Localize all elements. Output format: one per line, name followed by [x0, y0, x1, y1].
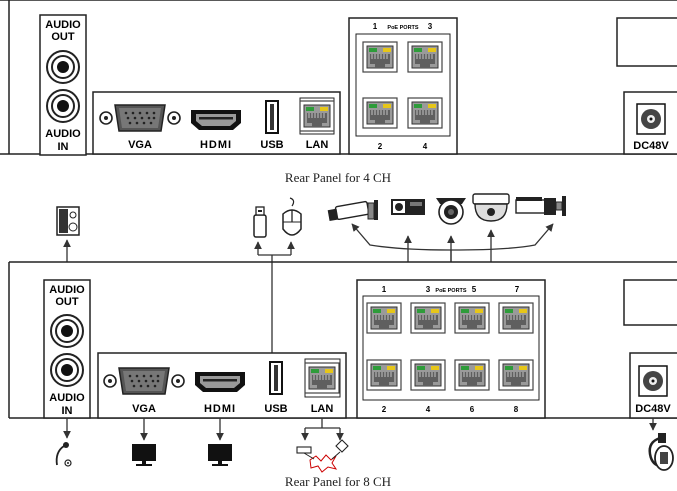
lan-label: LAN [306, 139, 329, 151]
poe-ports-title: PoE PORTS [435, 288, 467, 294]
hdmi-label: HDMI [200, 139, 232, 151]
poe-port-4 [410, 359, 446, 391]
panel-8ch: AUDIO OUT AUDIO IN VGA HDMI USB LAN 1 3 … [8, 261, 677, 419]
audio-out-jack [50, 314, 84, 348]
poe-port-2 [362, 97, 398, 129]
audio-out-jack [46, 50, 80, 84]
usb-port [269, 361, 283, 395]
poe-port-label-2: 2 [382, 405, 387, 414]
audio-in-label-line1: AUDIO [45, 128, 81, 140]
poe-port-label-5: 5 [472, 285, 477, 294]
poe-port-2 [366, 359, 402, 391]
audio-port-box [39, 14, 87, 156]
audio-in-jack [46, 89, 80, 123]
lan-label: LAN [311, 403, 334, 415]
eyeball-camera-icon [436, 198, 466, 225]
poe-port-7 [498, 302, 534, 334]
audio-out-label-line2: OUT [51, 31, 75, 43]
audio-out-label-line2: OUT [55, 296, 79, 308]
blank-plate [623, 279, 677, 326]
blank-plate [616, 17, 677, 67]
poe-ports-title: PoE PORTS [387, 25, 419, 31]
caption-8ch: Rear Panel for 8 CH [285, 474, 391, 489]
hdmi-port [195, 372, 245, 392]
monitor-icon-2 [208, 444, 232, 466]
dome-camera-icon [472, 193, 510, 222]
usb-label: USB [264, 403, 287, 415]
audio-in-label-line1: AUDIO [49, 392, 85, 404]
poe-port-1 [362, 41, 398, 73]
audio-port-box [43, 279, 91, 419]
dc-label: DC48V [635, 403, 671, 415]
usb-stick-icon [253, 206, 267, 238]
speaker-icon [56, 206, 80, 236]
poe-port-3 [407, 41, 443, 73]
power-adapter-icon [648, 433, 674, 471]
poe-port-label-4: 4 [426, 405, 431, 414]
poe-port-label-8: 8 [514, 405, 519, 414]
panel-4ch: AUDIO OUT AUDIO IN VGA HDMI USB LAN 1 Po… [0, 0, 677, 156]
audio-out-label-line1: AUDIO [45, 19, 81, 31]
dc-jack [636, 103, 666, 135]
audio-in-jack [50, 353, 84, 387]
poe-port-label-2: 2 [378, 142, 383, 151]
dc-label: DC48V [633, 140, 669, 152]
network-router-icon [296, 439, 349, 473]
poe-port-label-7: 7 [515, 285, 520, 294]
poe-port-4 [407, 97, 443, 129]
mouse-icon [282, 197, 302, 236]
poe-port-5 [454, 302, 490, 334]
usb-label: USB [260, 139, 283, 151]
poe-port-3 [410, 302, 446, 334]
box-camera-icon [391, 199, 425, 215]
microphone-icon [55, 442, 72, 467]
caption-4ch: Rear Panel for 4 CH [285, 170, 391, 185]
vga-label: VGA [132, 403, 156, 415]
poe-port-label-6: 6 [470, 405, 475, 414]
audio-in-label-line2: IN [58, 141, 69, 153]
poe-port-label-3: 3 [428, 22, 433, 31]
poe-port-1 [366, 302, 402, 334]
bullet-camera-icon [327, 200, 378, 222]
hdmi-label: HDMI [204, 403, 236, 415]
dc-jack [638, 365, 668, 397]
lan-port [299, 100, 335, 132]
usb-port [265, 100, 279, 134]
audio-out-label-line1: AUDIO [49, 284, 85, 296]
poe-port-label-3: 3 [426, 285, 431, 294]
lan-port [304, 362, 340, 394]
poe-port-label-4: 4 [423, 142, 428, 151]
audio-in-label-line2: IN [62, 405, 73, 417]
poe-port-label-1: 1 [382, 285, 387, 294]
poe-port-8 [498, 359, 534, 391]
bullet-camera-icon-2 [515, 196, 566, 216]
hdmi-port [191, 110, 241, 130]
monitor-icon [132, 444, 156, 466]
vga-label: VGA [128, 139, 152, 151]
poe-port-6 [454, 359, 490, 391]
poe-port-label-1: 1 [373, 22, 378, 31]
